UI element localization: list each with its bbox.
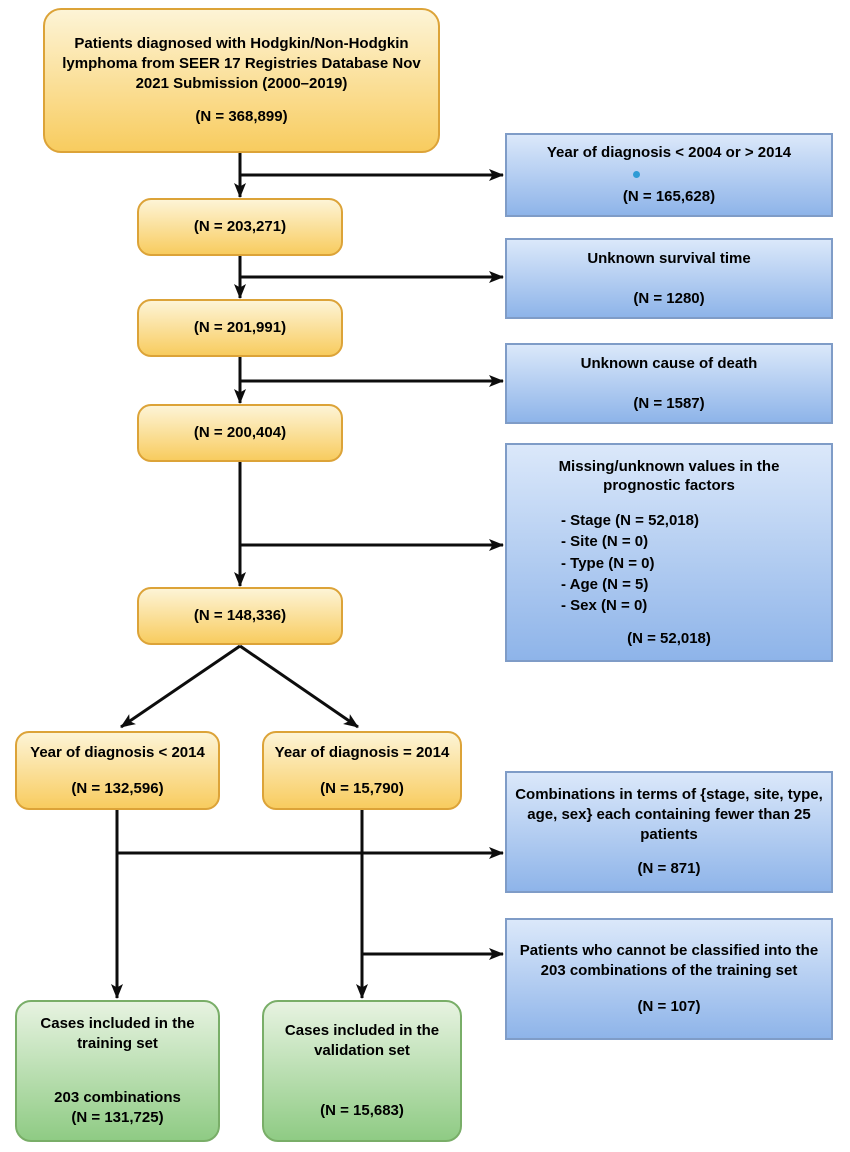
arrow-split-to-training-years xyxy=(120,644,241,729)
exclusion-box-unclassified: Patients who cannot be classified into t… xyxy=(505,918,833,1040)
count-box-148336: (N = 148,336) xyxy=(137,587,343,645)
exclusion-count: (N = 1280) xyxy=(633,289,705,307)
count-text: (N = 201,991) xyxy=(193,319,287,337)
source-box-text: Patients diagnosed with Hodgkin/Non-Hodg… xyxy=(62,34,421,92)
final-box-text: Cases included in the training set xyxy=(40,1015,195,1053)
exclusion-count: (N = 1587) xyxy=(633,394,705,412)
exclusion-count: (N = 52,018) xyxy=(627,629,711,647)
list-item-site: - Site (N = 0) xyxy=(561,533,649,551)
count-text: (N = 203,271) xyxy=(193,218,287,236)
count-text: (N = 148,336) xyxy=(193,607,287,625)
source-box: Patients diagnosed with Hodgkin/Non-Hodg… xyxy=(43,8,440,153)
final-box-count: (N = 15,683) xyxy=(320,1101,404,1119)
split-box-count: (N = 15,790) xyxy=(320,779,404,797)
final-box-combinations: 203 combinations xyxy=(54,1089,181,1106)
exclusion-box-missing-values: Missing/unknown values in the prognostic… xyxy=(505,443,833,662)
final-box-validation-set: Cases included in the validation set (N … xyxy=(262,1000,462,1142)
final-box-text: Cases included in the validation set xyxy=(284,1022,440,1060)
split-box-validation-year: Year of diagnosis = 2014 (N = 15,790) xyxy=(262,731,462,810)
exclusion-box-cause-of-death: Unknown cause of death (N = 1587) xyxy=(505,343,833,424)
list-item-type: - Type (N = 0) xyxy=(561,554,655,572)
list-item-sex: - Sex (N = 0) xyxy=(561,597,648,615)
exclusion-count: (N = 165,628) xyxy=(622,188,716,205)
exclusion-count: (N = 871) xyxy=(637,859,701,877)
exclusion-text: Unknown cause of death xyxy=(580,354,758,372)
final-box-count: (N = 131,725) xyxy=(71,1108,164,1126)
split-box-training-years: Year of diagnosis < 2014 (N = 132,596) xyxy=(15,731,220,810)
final-box-training-set: Cases included in the training set 203 c… xyxy=(15,1000,220,1142)
list-item-stage: - Stage (N = 52,018) xyxy=(561,512,699,530)
count-box-203271: (N = 203,271) xyxy=(137,198,343,256)
list-item-age: - Age (N = 5) xyxy=(561,576,649,594)
exclusion-text: Patients who cannot be classified into t… xyxy=(519,942,819,980)
count-box-200404: (N = 200,404) xyxy=(137,404,343,462)
exclusion-text: Year of diagnosis < 2004 or > 2014 xyxy=(546,144,792,162)
count-box-201991: (N = 201,991) xyxy=(137,299,343,357)
exclusion-box-year: Year of diagnosis < 2004 or > 2014 (N = … xyxy=(505,133,833,217)
bullet-dot xyxy=(633,171,640,178)
exclusion-count: (N = 107) xyxy=(637,997,701,1015)
exclusion-text: Combinations in terms of {stage, site, t… xyxy=(515,786,823,843)
exclusion-box-small-combinations: Combinations in terms of {stage, site, t… xyxy=(505,771,833,893)
split-box-text: Year of diagnosis = 2014 xyxy=(274,743,450,761)
count-text: (N = 200,404) xyxy=(193,424,287,442)
split-box-text: Year of diagnosis < 2014 xyxy=(30,743,205,761)
source-box-count: (N = 368,899) xyxy=(195,108,288,126)
exclusion-title: Missing/unknown values in the prognostic… xyxy=(558,457,780,495)
exclusion-box-survival: Unknown survival time (N = 1280) xyxy=(505,238,833,319)
arrow-split-to-validation-year xyxy=(239,644,359,729)
exclusion-text: Unknown survival time xyxy=(587,249,751,267)
split-box-count: (N = 132,596) xyxy=(71,779,164,797)
missing-values-list: - Stage (N = 52,018) - Site (N = 0) - Ty… xyxy=(561,510,699,616)
